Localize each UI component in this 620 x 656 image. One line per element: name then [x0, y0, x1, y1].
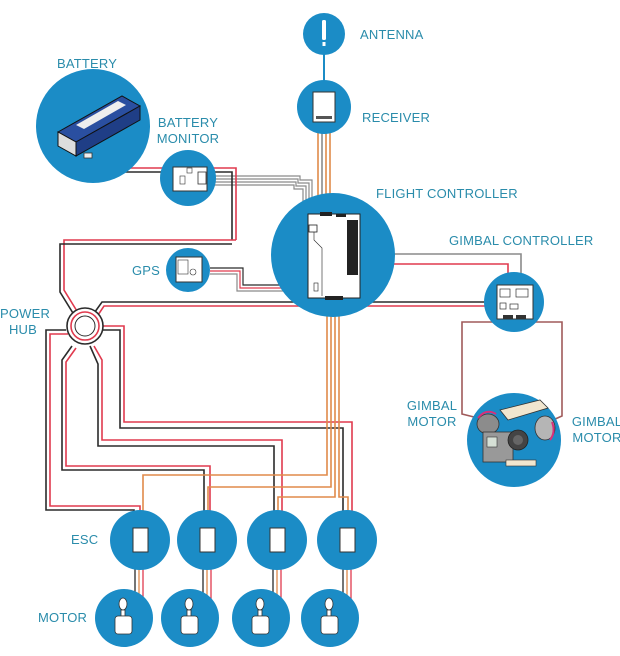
esc-node-3	[247, 510, 307, 570]
wire-gimbalctrl-motor-left	[461, 321, 505, 419]
label-esc: ESC	[71, 532, 99, 547]
wire-hub-esc4-red	[100, 325, 353, 525]
label-battery-monitor-line2: MONITOR	[156, 131, 220, 146]
esc-icon	[339, 527, 356, 553]
label-gimbal-motor-right: GIMBAL MOTOR	[570, 414, 620, 446]
esc-icon	[269, 527, 286, 553]
gimbal-controller-node	[484, 272, 544, 332]
wire-hub-esc2-red	[65, 347, 211, 525]
label-motor: MOTOR	[38, 610, 88, 625]
flight-controller-board-icon	[307, 212, 361, 300]
receiver-icon	[312, 91, 336, 123]
label-power-hub: POWER HUB	[0, 306, 51, 338]
power-hub-node	[66, 307, 104, 345]
wire-gimbalctrl-motor-right	[517, 321, 563, 421]
wire-hub-esc3-black	[89, 345, 275, 525]
motor-nodes	[95, 589, 359, 647]
receiver-node	[297, 80, 351, 134]
battery-monitor-node	[160, 150, 216, 206]
battery-node	[36, 69, 150, 183]
label-battery-monitor: BATTERY MONITOR	[155, 115, 221, 147]
esc-node-2	[177, 510, 237, 570]
power-hub-icon	[66, 307, 104, 345]
label-gimbal-controller: GIMBAL CONTROLLER	[449, 233, 594, 248]
label-gimbal-motor-left-line1: GIMBAL	[406, 398, 458, 413]
battery-icon	[56, 95, 142, 159]
wire-monitor-hub-black	[59, 243, 232, 319]
antenna-icon	[322, 20, 326, 46]
motor-node-1	[95, 589, 153, 647]
label-antenna: ANTENNA	[360, 27, 424, 42]
esc-node-1	[110, 510, 170, 570]
flight-controller-node	[271, 193, 395, 317]
antenna-node	[303, 13, 345, 55]
label-power-hub-line1: POWER	[0, 306, 51, 321]
label-receiver: RECEIVER	[362, 110, 431, 125]
motor-icon	[251, 597, 270, 635]
esc-nodes	[110, 510, 377, 570]
label-battery: BATTERY	[57, 56, 118, 71]
wire-hub-esc3-red	[93, 345, 283, 525]
label-gimbal-motor-right-line2: MOTOR	[572, 430, 620, 445]
esc-icon	[132, 527, 149, 553]
camera-gimbal-icon	[476, 399, 556, 467]
circuit-board-icon	[496, 284, 534, 320]
motor-icon	[180, 597, 199, 635]
wire-fc-escs	[142, 300, 349, 525]
wire-monitor-hub-red	[63, 239, 236, 317]
wire-hub-esc2-black	[61, 345, 205, 525]
wire-hub-esc4-black	[100, 329, 344, 525]
esc-icon	[199, 527, 216, 553]
label-gimbal-motor-right-line1: GIMBAL	[571, 414, 620, 429]
motor-icon	[320, 597, 339, 635]
label-battery-monitor-line1: BATTERY	[157, 115, 219, 130]
motor-node-3	[232, 589, 290, 647]
motor-icon	[114, 597, 133, 635]
esc-node-4	[317, 510, 377, 570]
circuit-board-icon	[172, 166, 208, 192]
label-gimbal-motor-left: GIMBAL MOTOR	[405, 398, 459, 430]
label-power-hub-line2: HUB	[8, 322, 38, 337]
motor-node-4	[301, 589, 359, 647]
gimbal-node	[467, 393, 561, 487]
gps-module-icon	[175, 256, 203, 283]
label-gimbal-motor-left-line2: MOTOR	[407, 414, 457, 429]
motor-node-2	[161, 589, 219, 647]
label-flight-controller: FLIGHT CONTROLLER	[376, 186, 518, 201]
wire-battmon-fc	[210, 175, 313, 215]
gps-node	[166, 248, 210, 292]
wire-hub-esc1-red	[49, 333, 141, 525]
label-gps: GPS	[132, 263, 161, 278]
